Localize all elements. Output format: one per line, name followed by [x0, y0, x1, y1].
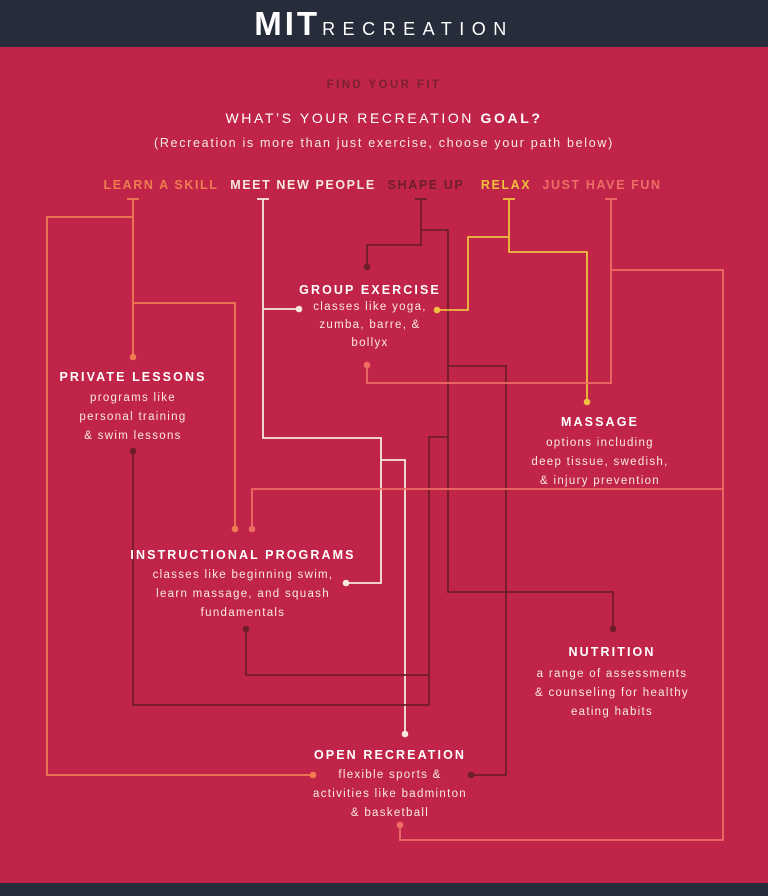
goal-label-just-have-fun: JUST HAVE FUN	[542, 178, 662, 192]
title-bold-word: GOAL	[480, 110, 532, 126]
node-desc-group-exercise-line3: bollyx	[351, 337, 389, 349]
wire-shape-to-instr-bottom	[245, 632, 429, 676]
node-title-private-lessons: PRIVATE LESSONS	[59, 370, 207, 384]
wire-endpoint-dot	[129, 353, 137, 361]
wire-endpoint-dot	[396, 821, 404, 829]
wire-relax-to-massage	[508, 199, 588, 399]
wire-endpoint-dot	[309, 771, 317, 779]
goal-label-shape-up: SHAPE UP	[387, 178, 465, 192]
node-desc-private-lessons-line2: personal training	[79, 411, 187, 423]
wire-meet-to-open-top	[381, 459, 406, 731]
node-desc-nutrition-line3: eating habits	[570, 706, 654, 718]
wire-endpoint-dot	[242, 625, 250, 633]
find-your-fit-eyebrow: FIND YOUR FIT	[326, 79, 442, 91]
wire-fun-to-open-bottom	[399, 269, 724, 841]
wire-endpoint-dot	[401, 730, 409, 738]
wire-endpoint-dot	[363, 263, 371, 271]
node-desc-massage-line3: & injury prevention	[540, 475, 660, 487]
wire-endpoint-dot	[467, 771, 475, 779]
wire-shape-to-open-right	[448, 365, 507, 776]
node-desc-private-lessons-line3: & swim lessons	[84, 430, 182, 442]
wire-endpoint-dot	[231, 525, 239, 533]
title-prefix: WHAT’S YOUR RECREATION	[225, 110, 481, 126]
header-bar: MIT RECREATION	[0, 0, 768, 47]
node-desc-nutrition-line1: a range of assessments	[536, 668, 688, 680]
wire-endpoint-dot	[433, 306, 441, 314]
node-title-nutrition: NUTRITION	[568, 645, 656, 659]
wire-fun-to-group-bottom	[366, 199, 612, 384]
mit-logotype: MIT	[254, 5, 321, 42]
wire-relax-to-group-right	[440, 236, 509, 311]
node-desc-open-recreation-line3: & basketball	[350, 807, 430, 819]
node-title-massage: MASSAGE	[561, 415, 639, 429]
goal-label-relax: RELAX	[480, 178, 532, 192]
goal-label-meet-new-people: MEET NEW PEOPLE	[230, 178, 376, 192]
node-title-instructional-programs: INSTRUCTIONAL PROGRAMS	[130, 548, 356, 562]
node-desc-private-lessons-line1: programs like	[90, 392, 176, 404]
wire-endpoint-dot	[609, 625, 617, 633]
wire-endpoint-dot	[363, 361, 371, 369]
mit-recreation-logo: MIT RECREATION	[254, 7, 514, 40]
wire-endpoint-dot	[583, 398, 591, 406]
node-desc-open-recreation-line1: flexible sports &	[338, 769, 442, 781]
node-desc-instructional-programs-line2: learn massage, and squash	[156, 588, 330, 600]
wire-endpoint-dot	[129, 447, 137, 455]
node-title-group-exercise: GROUP EXERCISE	[299, 283, 441, 297]
node-desc-group-exercise-line1: classes like yoga,	[313, 301, 427, 313]
node-desc-instructional-programs-line3: fundamentals	[200, 607, 286, 619]
node-desc-massage-line2: deep tissue, swedish,	[531, 456, 669, 468]
title-suffix: ?	[531, 110, 543, 126]
footer-bar	[0, 883, 768, 896]
wire-endpoint-dot	[295, 305, 303, 313]
node-desc-group-exercise-line2: zumba, barre, &	[319, 319, 421, 331]
wire-endpoint-dot	[248, 525, 256, 533]
wire-shape-to-group-top	[366, 199, 422, 264]
goal-label-learn-a-skill: LEARN A SKILL	[103, 178, 219, 192]
wire-learn-to-instructional	[133, 302, 236, 526]
wire-fun-to-instr-top	[251, 488, 723, 526]
node-desc-instructional-programs-line1: classes like beginning swim,	[152, 569, 334, 581]
recreation-logotype: RECREATION	[322, 19, 514, 39]
wire-endpoint-dot	[342, 579, 350, 587]
wire-learn-to-open-left	[46, 216, 311, 776]
wire-meet-to-instructional	[262, 199, 382, 584]
node-desc-massage-line1: options including	[546, 437, 654, 449]
page-subtitle: (Recreation is more than just exercise, …	[153, 136, 615, 150]
wire-shape-to-nutrition	[421, 229, 614, 626]
node-title-open-recreation: OPEN RECREATION	[313, 748, 467, 762]
node-desc-open-recreation-line2: activities like badminton	[313, 788, 467, 800]
wire-shape-to-private-bottom	[132, 436, 448, 706]
node-desc-nutrition-line2: & counseling for healthy	[535, 687, 689, 699]
page-title: WHAT’S YOUR RECREATION GOAL?	[225, 110, 542, 126]
